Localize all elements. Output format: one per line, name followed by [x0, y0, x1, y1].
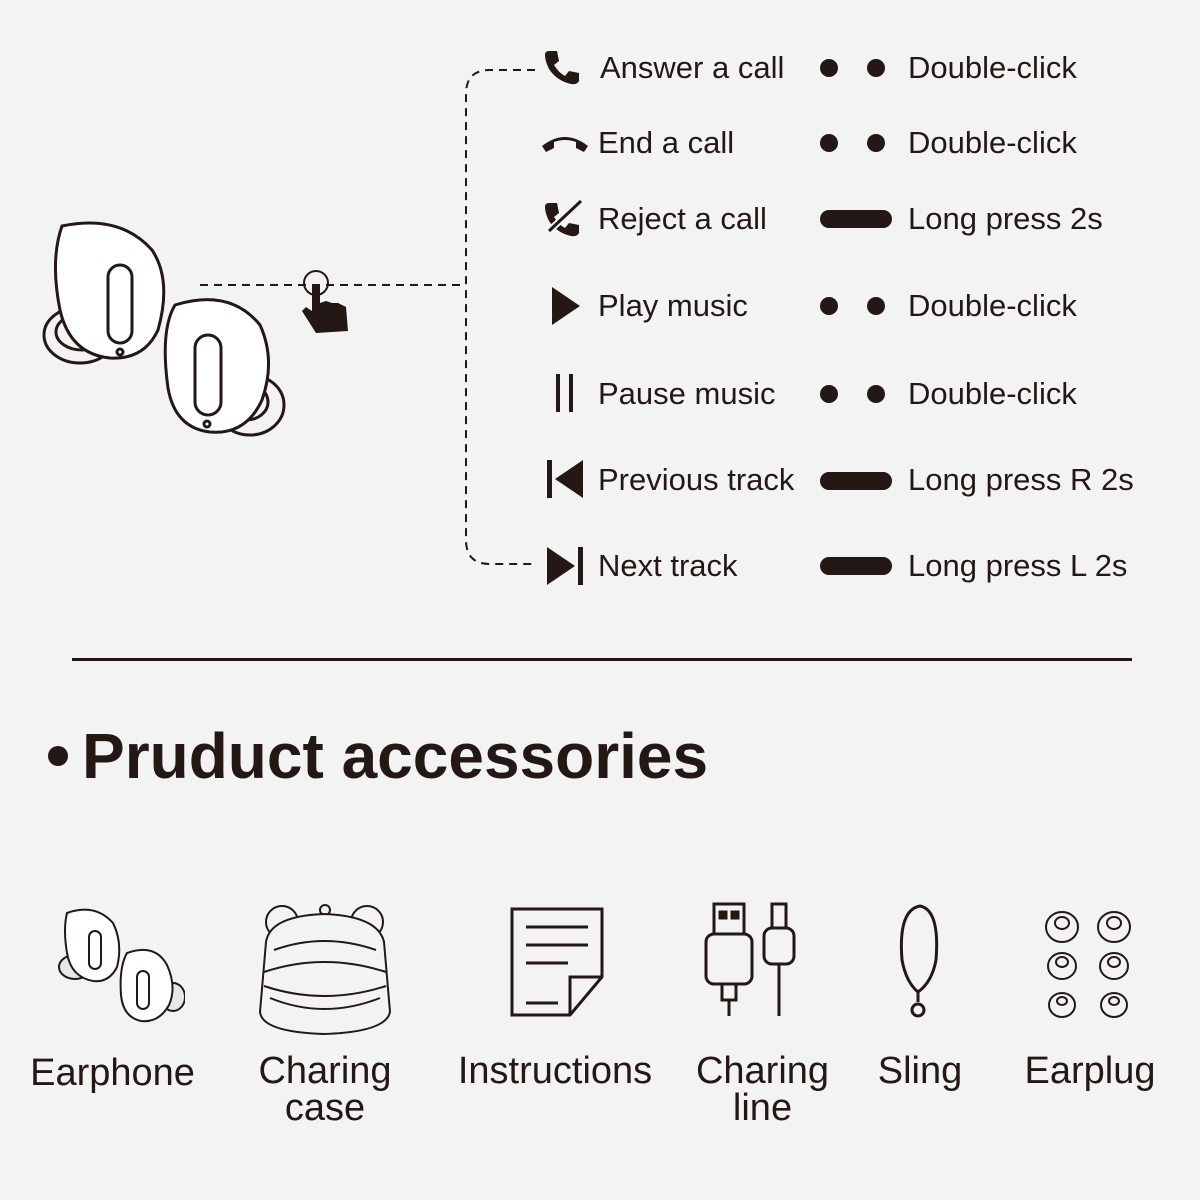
accessory-label-earplug: Earplug	[1024, 1050, 1156, 1092]
earphone-icon	[58, 908, 185, 1023]
action-label-pause-music: Double-click	[908, 376, 1077, 411]
action-label-reject-call: Long press 2s	[908, 201, 1103, 236]
section-title: Pruduct accessories	[48, 716, 708, 796]
long-press-gesture	[820, 210, 892, 228]
accessories-title: Pruduct accessories	[82, 720, 709, 792]
sling-icon	[899, 904, 939, 1018]
phone-answer-icon	[545, 51, 579, 85]
action-label-end-call: Double-click	[908, 125, 1077, 160]
accessory-label-instructions: Instructions	[457, 1050, 653, 1092]
instructions-icon	[510, 907, 604, 1017]
control-label-play-music: Play music	[598, 288, 748, 323]
accessory-label-sling: Sling	[877, 1050, 963, 1092]
title-bullet	[48, 746, 68, 767]
phone-reject-icon	[545, 198, 584, 237]
control-label-end-call: End a call	[598, 125, 735, 160]
control-label-reject-call: Reject a call	[598, 201, 767, 236]
section-divider	[72, 658, 1132, 661]
connector-lines	[200, 69, 535, 565]
play-icon	[552, 287, 580, 325]
next-track-icon	[547, 547, 583, 585]
earplug-icon	[1045, 911, 1131, 1018]
accessory-label-earphone: Earphone	[30, 1052, 195, 1094]
accessory-label-charging-case: Charing case	[258, 1050, 392, 1129]
accessory-label-charging-line: Charing line	[695, 1050, 830, 1129]
charging-case-icon	[258, 904, 392, 1036]
phone-hangup-icon	[542, 137, 588, 152]
action-label-play-music: Double-click	[908, 288, 1077, 323]
earbuds-illustration	[42, 221, 286, 437]
charging-cable-icon	[704, 902, 796, 1016]
previous-track-icon	[547, 460, 583, 498]
action-label-previous-track: Long press R 2s	[908, 462, 1134, 497]
control-label-next-track: Next track	[598, 548, 738, 583]
long-press-gesture	[820, 557, 892, 575]
action-label-next-track: Long press L 2s	[908, 548, 1128, 583]
control-label-previous-track: Previous track	[598, 462, 795, 497]
action-label-answer-call: Double-click	[908, 50, 1077, 85]
long-press-gesture	[820, 472, 892, 490]
control-label-answer-call: Answer a call	[600, 50, 785, 85]
pause-icon	[556, 374, 573, 412]
touch-hand-icon	[302, 270, 348, 333]
control-label-pause-music: Pause music	[598, 376, 776, 411]
